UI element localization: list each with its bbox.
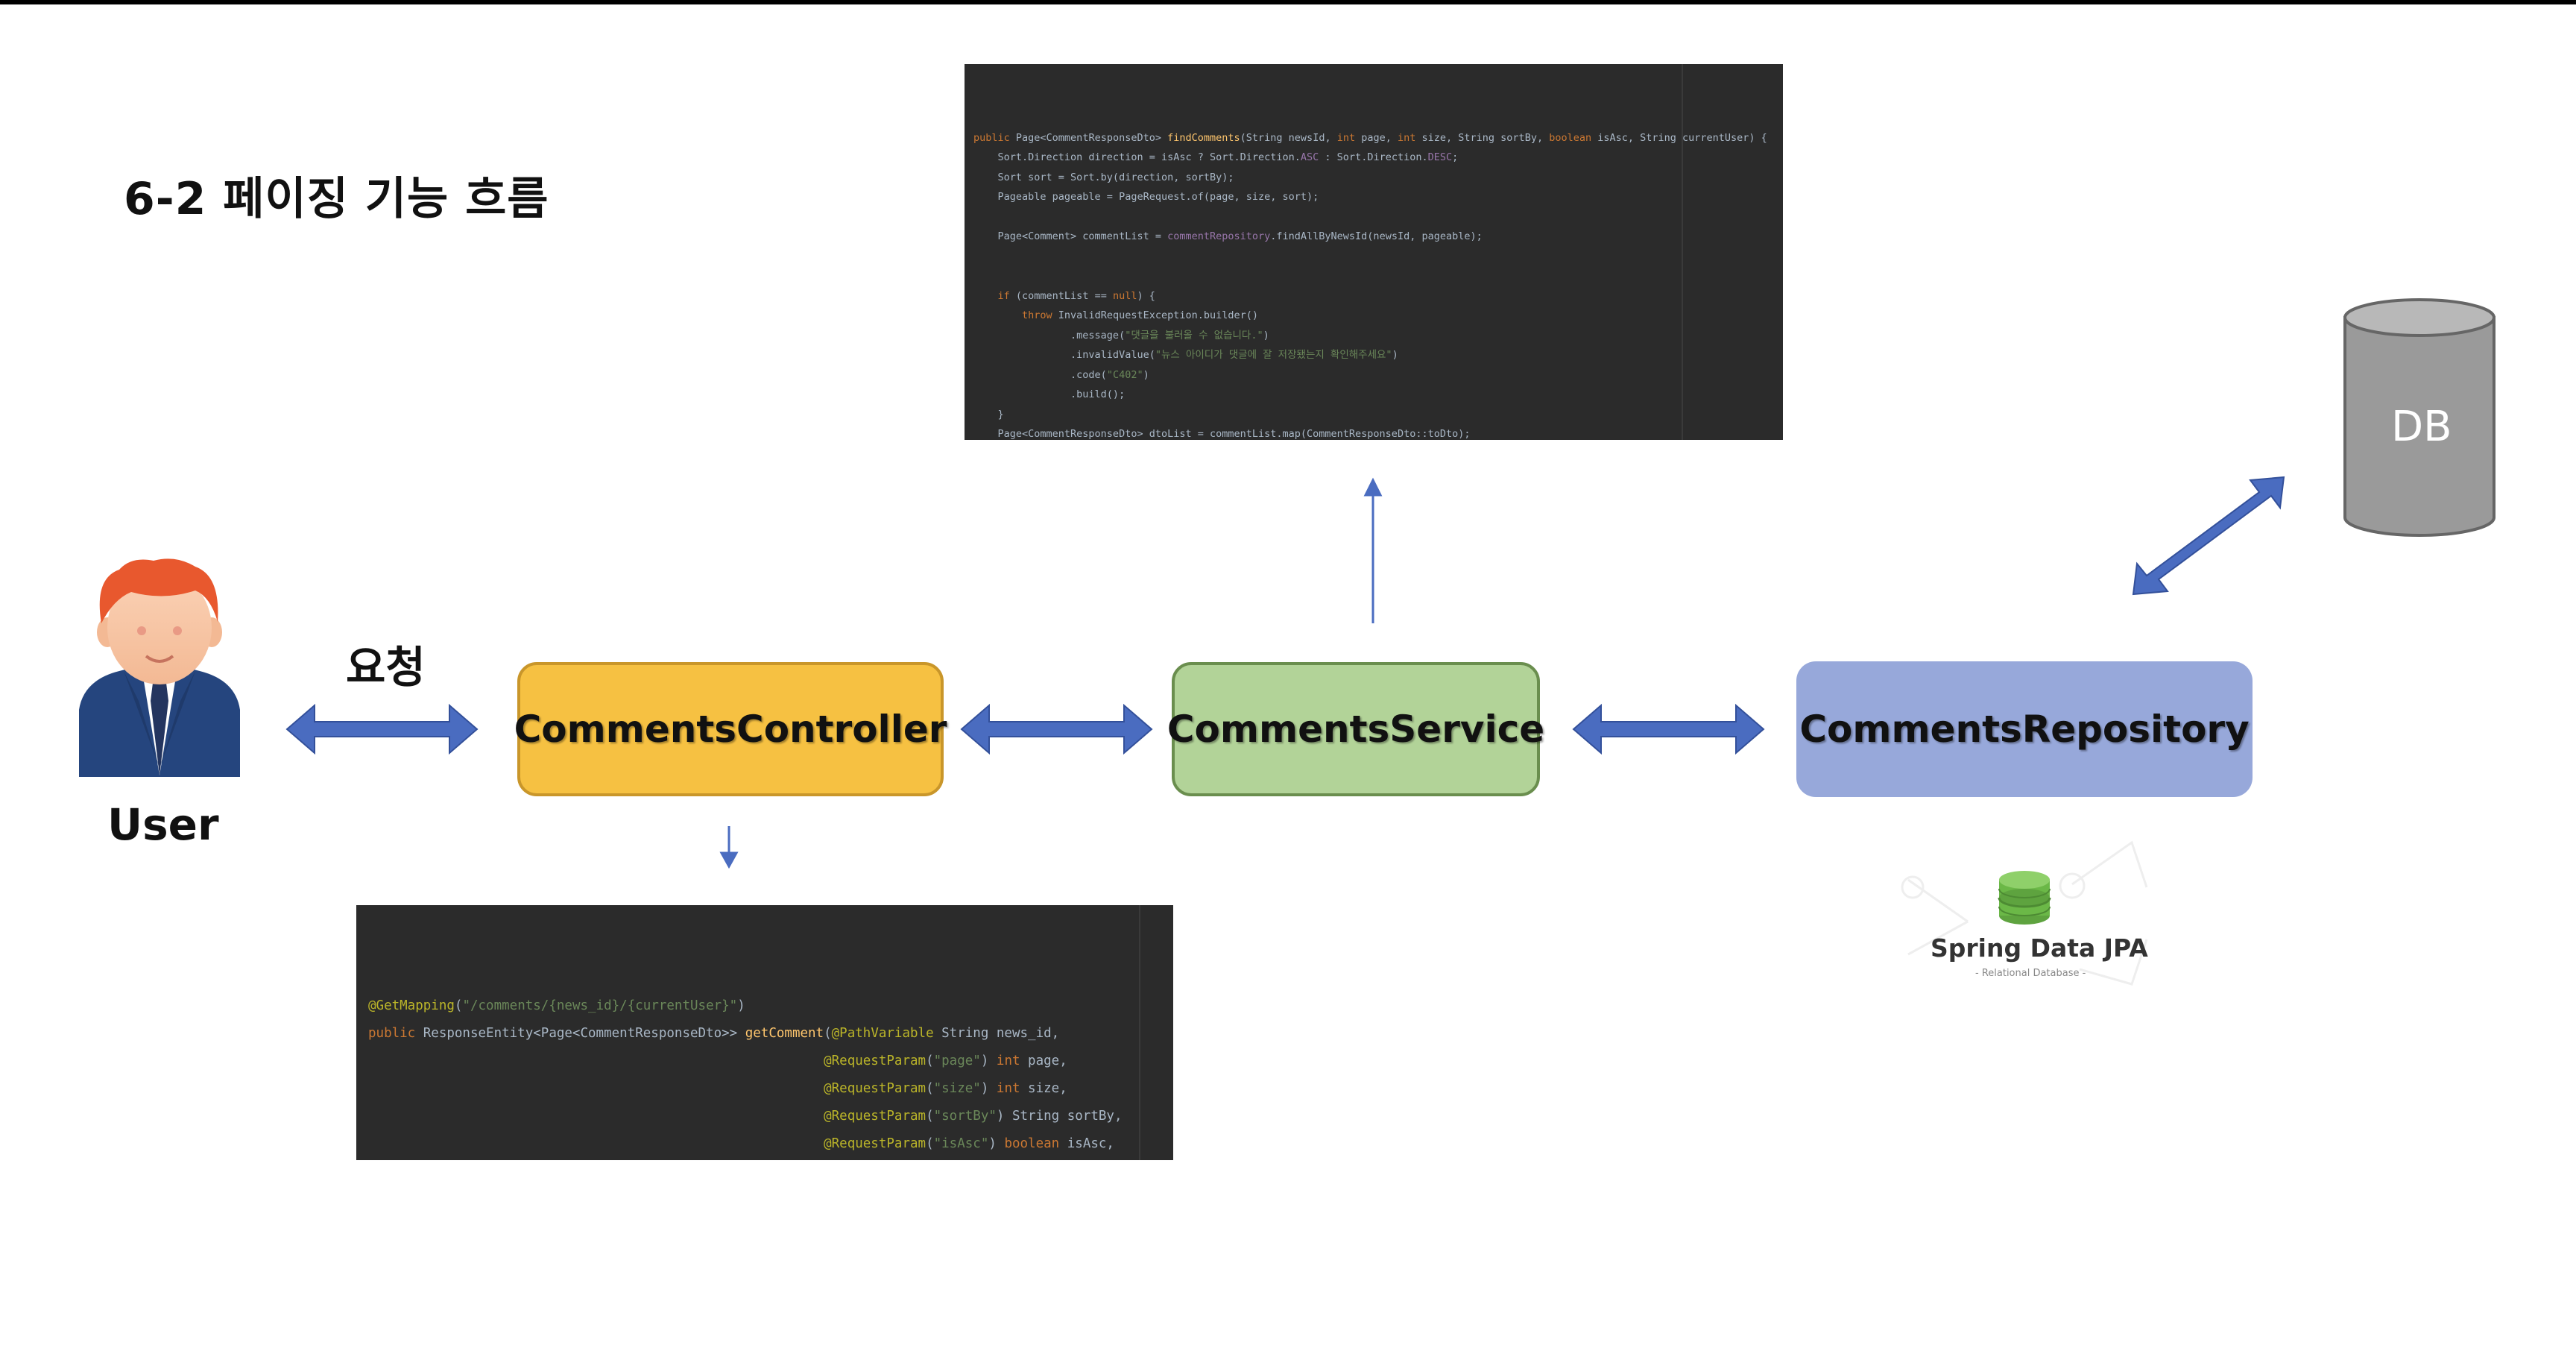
service-code-line: throw InvalidRequestException.builder() <box>1022 309 1259 321</box>
arrow-controller-service <box>960 703 1153 755</box>
service-code-line <box>973 266 1783 286</box>
service-code-line <box>973 247 1783 267</box>
controller-code-line: public ResponseEntity<Page<CommentRespon… <box>368 1026 1060 1041</box>
service-code-line: .code("C402") <box>973 368 1149 381</box>
spring-data-jpa-logo <box>1901 840 2148 986</box>
spring-data-jpa-subtitle: - Relational Database - <box>1975 968 2086 979</box>
service-code-line: .invalidValue("뉴스 아이디가 댓글에 잘 저장됐는지 확인해주세… <box>973 349 1398 361</box>
service-code-line: Page<CommentResponseDto> dtoList = comme… <box>973 428 1471 440</box>
arrow-service-repository <box>1572 703 1765 755</box>
service-code-line: .message("댓글을 불러올 수 없습니다.") <box>973 329 1269 341</box>
controller-code-line: @PathVariable String currentUser) { <box>368 1158 1173 1160</box>
controller-code-line: @RequestParam("isAsc") boolean isAsc, <box>824 1136 1114 1151</box>
service-code-line: Page<Comment> commentList = commentRepos… <box>973 230 1483 242</box>
controller-code-snippet: @GetMapping("/comments/{news_id}/{curren… <box>356 905 1173 1160</box>
comments-service-box: CommentsService <box>1167 662 1544 796</box>
service-code-line: if (commentList == null) { <box>997 289 1155 302</box>
service-code-line: .build(); <box>973 388 1126 400</box>
page-title: 6-2 페이징 기능 흐름 <box>124 173 549 225</box>
comments-repository-box: CommentsRepository <box>1796 661 2253 797</box>
service-code-line: public Page<CommentResponseDto> findComm… <box>973 131 1767 144</box>
top-border <box>0 0 2576 4</box>
arrow-controller-to-code <box>719 826 739 869</box>
controller-code-line: @RequestParam("size") int size, <box>824 1081 1067 1096</box>
controller-code-line: @RequestParam("page") int page, <box>824 1054 1067 1068</box>
service-code-line: Pageable pageable = PageRequest.of(page,… <box>973 191 1319 203</box>
database-icon <box>2343 298 2496 537</box>
service-code-line: Sort.Direction direction = isAsc ? Sort.… <box>973 151 1459 163</box>
user-label: User <box>107 799 219 850</box>
user-avatar-icon <box>79 558 240 777</box>
service-code-line: Sort sort = Sort.by(direction, sortBy); <box>973 171 1234 183</box>
service-code-line: } <box>973 408 1004 421</box>
arrow-user-controller <box>285 703 479 755</box>
arrow-service-to-code <box>1363 477 1383 623</box>
request-label: 요청 <box>346 642 426 693</box>
service-code-line <box>973 207 1783 227</box>
controller-code-line: @RequestParam("sortBy") String sortBy, <box>824 1109 1123 1124</box>
arrow-repository-db <box>2132 476 2285 596</box>
db-label: DB <box>2391 403 2452 451</box>
controller-code-line: @GetMapping("/comments/{news_id}/{curren… <box>368 998 745 1013</box>
service-code-snippet: public Page<CommentResponseDto> findComm… <box>965 64 1783 440</box>
comments-controller-box: CommentsController <box>514 662 947 796</box>
spring-data-jpa-label: Spring Data JPA <box>1931 933 2148 963</box>
